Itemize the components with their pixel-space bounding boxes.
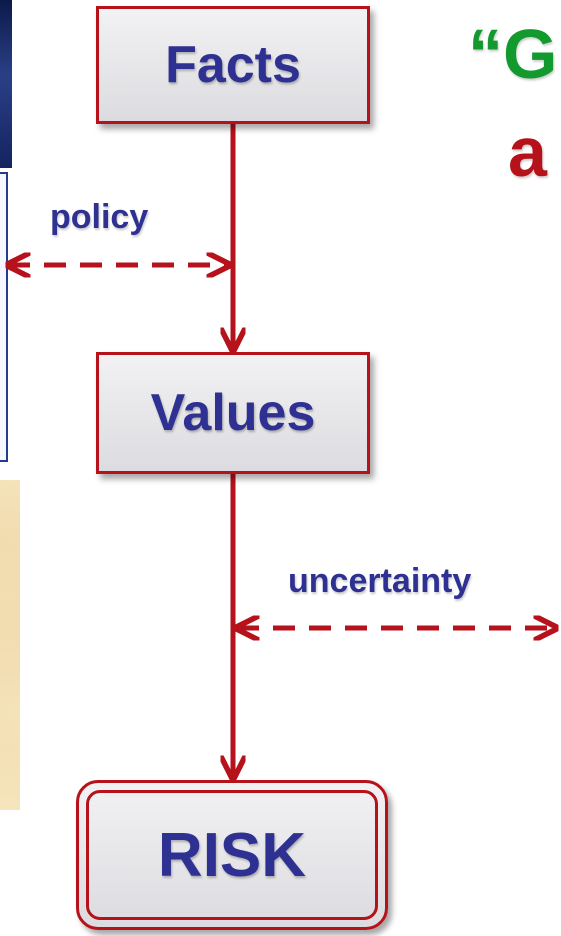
cropped-parchment-panel bbox=[0, 480, 20, 810]
facts-node: Facts bbox=[96, 6, 370, 124]
cropped-image-panel bbox=[0, 0, 12, 168]
quote-text-line1: “G bbox=[468, 15, 558, 93]
values-node-label: Values bbox=[150, 384, 316, 442]
cropped-framed-panel bbox=[0, 172, 8, 462]
risk-node-label: RISK bbox=[157, 820, 307, 890]
policy-edge-label: policy bbox=[50, 198, 149, 236]
quote-text-line2: a bbox=[508, 113, 547, 191]
facts-node-label: Facts bbox=[165, 36, 301, 94]
values-node: Values bbox=[96, 352, 370, 474]
uncertainty-edge-label: uncertainty bbox=[288, 562, 472, 600]
risk-node: RISK bbox=[76, 780, 388, 930]
